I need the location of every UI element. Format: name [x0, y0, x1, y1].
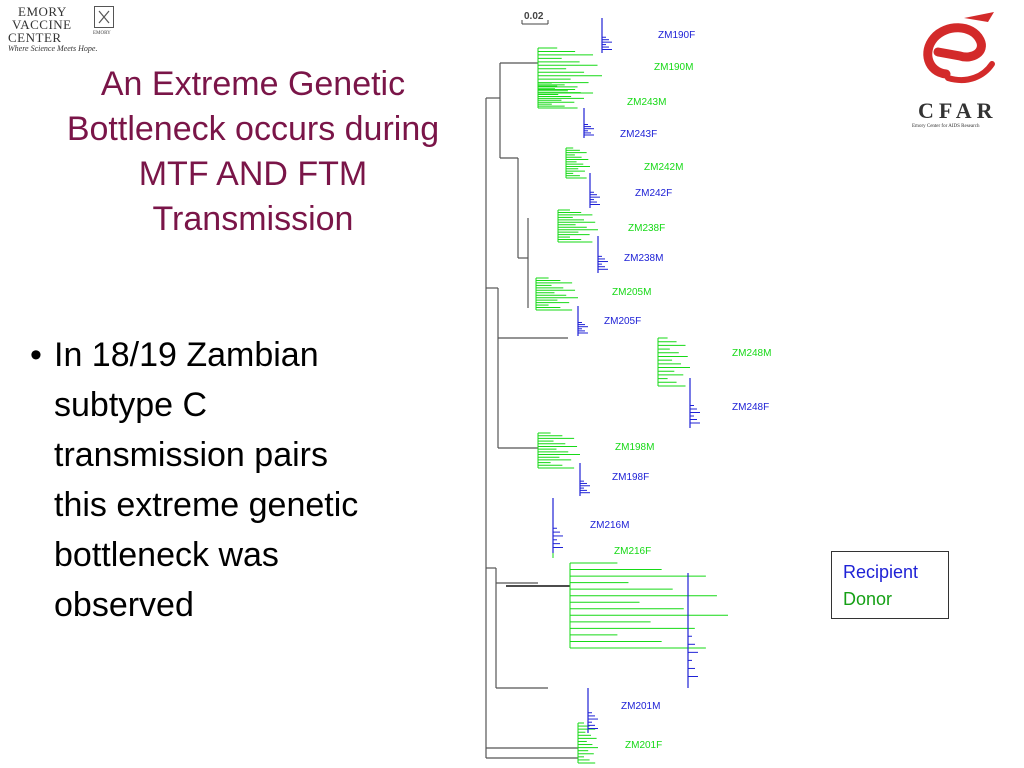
tree-label-zm190m: ZM190M — [654, 62, 693, 73]
logo-line: CENTER — [8, 30, 62, 45]
tree-label-zm242f: ZM242F — [635, 188, 672, 199]
tree-label-zm238m: ZM238M — [624, 253, 663, 264]
title-line: Bottleneck occurs during — [66, 110, 440, 148]
tree-label-zm248m: ZM248M — [732, 348, 771, 359]
legend-recipient: Recipient — [843, 562, 919, 582]
tree-label-zm201f: ZM201F — [625, 740, 662, 751]
cfar-emblem-icon — [923, 12, 995, 84]
tree-backbone — [485, 62, 578, 759]
cfar-logo: CFAR Emory Center for AIDS Research — [908, 12, 1008, 134]
tree-labels: ZM190F ZM190M ZM243M ZM243F ZM242M ZM242F ZM23… — [590, 30, 771, 751]
tree-label-zm243m: ZM243M — [627, 97, 666, 108]
logo-tagline: Where Science Meets Hope. — [8, 44, 98, 53]
color-legend: Recipient Donor — [831, 551, 949, 619]
shield-icon — [94, 6, 114, 28]
scale-bar-label: 0.02 — [524, 11, 544, 22]
title-line: An Extreme Genetic — [100, 65, 406, 103]
tree-label-zm243f: ZM243F — [620, 129, 657, 140]
scale-bar: 0.02 — [521, 11, 549, 25]
tree-label-zm198f: ZM198F — [612, 472, 649, 483]
tree-label-zm205f: ZM205F — [604, 316, 641, 327]
tree-label-zm242m: ZM242M — [644, 162, 683, 173]
phylogenetic-tree: 0.02 ZM190F ZM190M ZM243M ZM243F ZM242M ZM242… — [485, 11, 771, 764]
tree-label-zm216f: ZM216F — [614, 546, 651, 557]
bullet-line: observed — [54, 586, 194, 624]
tree-label-zm201m: ZM201M — [621, 701, 660, 712]
bullet-line: transmission pairs — [54, 436, 328, 474]
shield-caption: EMORY — [93, 31, 111, 36]
bullet-dot: • — [30, 336, 42, 374]
cfar-name: CFAR — [918, 98, 998, 123]
title-line: Transmission — [152, 200, 354, 238]
emory-vaccine-center-logo: EMORY VACCINE CENTER Where Science Meets… — [6, 4, 114, 54]
cfar-subtitle: Emory Center for AIDS Research — [912, 124, 980, 129]
bullet-line: In 18/19 Zambian — [54, 336, 319, 374]
tree-label-zm238f: ZM238F — [628, 223, 665, 234]
bullet-line: subtype C — [54, 386, 208, 424]
tree-label-zm198m: ZM198M — [615, 442, 654, 453]
tree-label-zm248f: ZM248F — [732, 402, 769, 413]
legend-donor: Donor — [843, 589, 893, 609]
tree-clades — [535, 18, 728, 764]
bullet-line: bottleneck was — [54, 536, 279, 574]
title-line: MTF AND FTM — [138, 155, 368, 193]
slide-title: An Extreme Genetic Bottleneck occurs dur… — [22, 62, 484, 242]
tree-label-zm216m: ZM216M — [590, 520, 629, 531]
tree-label-zm190f: ZM190F — [658, 30, 695, 41]
bullet-line: this extreme genetic — [54, 486, 359, 524]
tree-label-zm205m: ZM205M — [612, 287, 651, 298]
logo-line: VACCINE — [12, 17, 72, 32]
bullet-text: In 18/19 Zambian subtype C transmission … — [54, 330, 454, 630]
logo-line: EMORY — [18, 4, 67, 19]
